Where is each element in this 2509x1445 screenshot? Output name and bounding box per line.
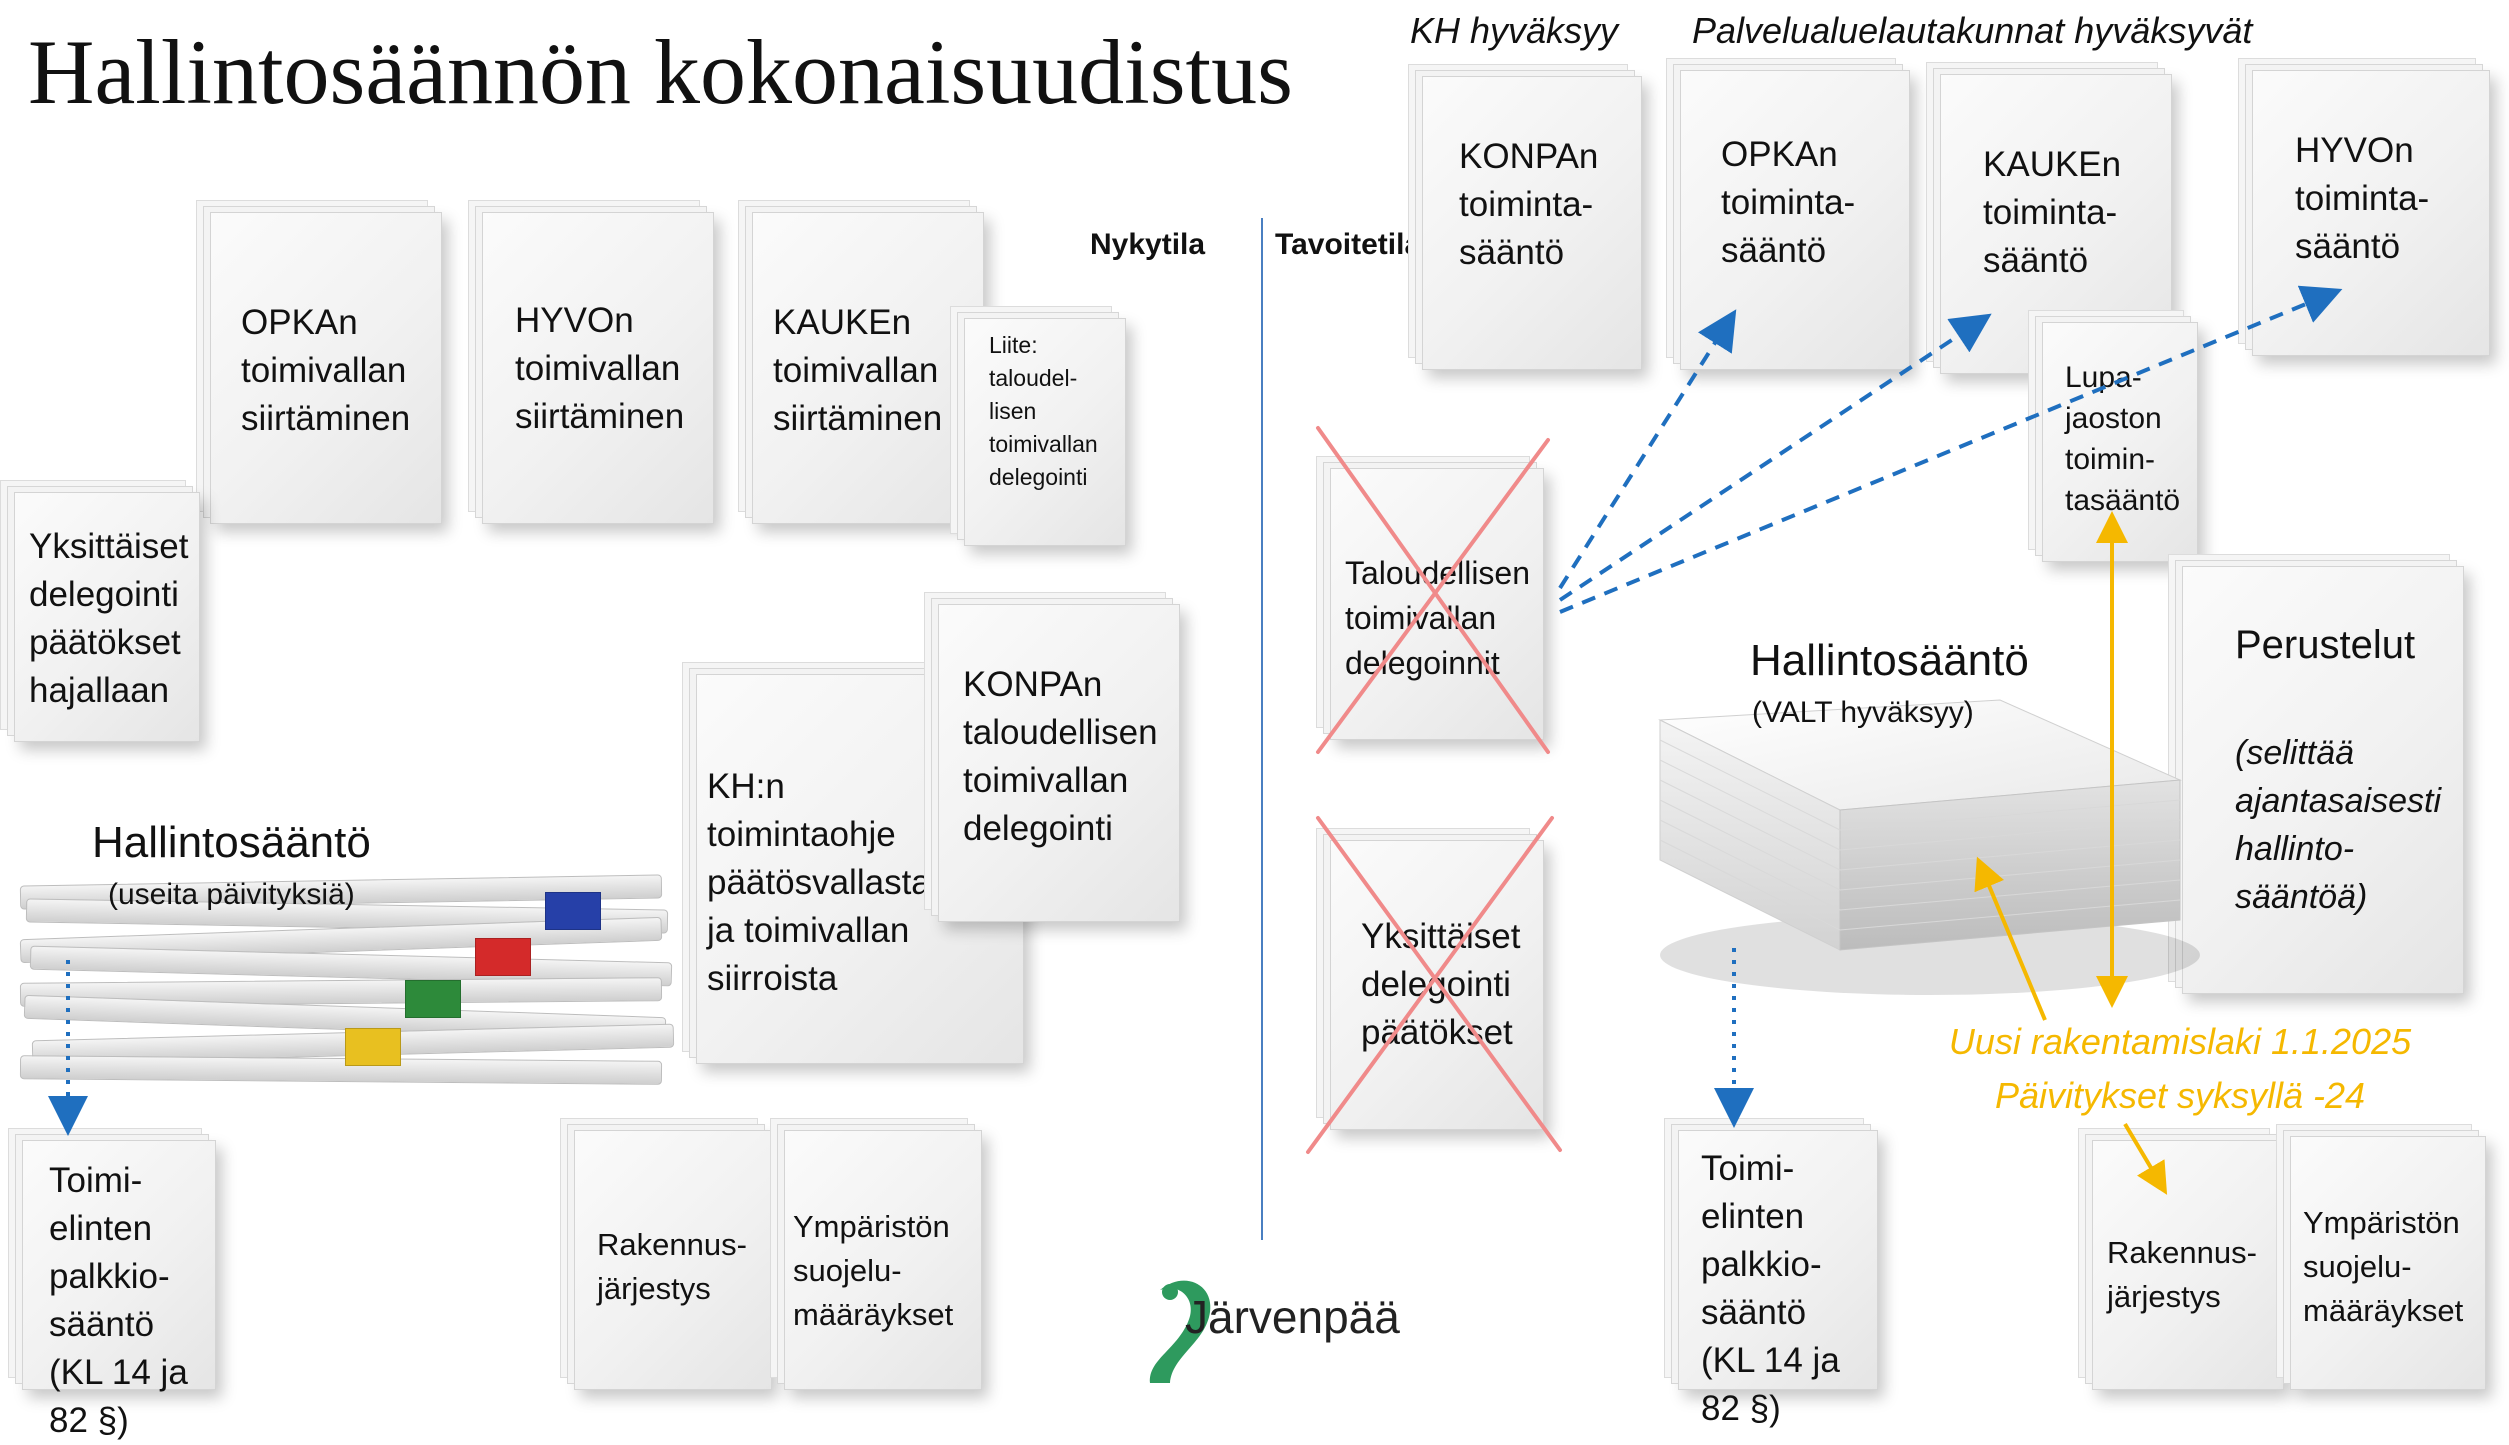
arrow-law-to-building-order xyxy=(2123,1122,2168,1195)
current-building-order-doc: Rakennus- järjestys xyxy=(574,1130,772,1390)
current-environment-doc: Ympäristön suojelu- määräykset xyxy=(784,1130,982,1390)
building-law-note-line2: Päivitykset syksyllä -24 xyxy=(1994,1075,2366,1116)
jarvenpaa-logo-text: Järvenpää xyxy=(1185,1291,1400,1343)
justifications-title: Perustelut xyxy=(2235,623,2416,667)
current-regulation-subtitle: (useita päivityksiä) xyxy=(108,878,355,911)
arrow-to-opka-rule xyxy=(1558,309,1737,590)
arrow-to-hyvo-rule xyxy=(1559,285,2343,614)
diagram-connectors xyxy=(48,218,2343,1383)
target-regulation-subtitle: (VALT hyväksyy) xyxy=(1752,696,1974,729)
appendix-text: Liite: taloudel- lisen toimivallan deleg… xyxy=(989,332,1098,490)
kh-instruction-text: KH:n toimintaohje päätösvallasta ja toim… xyxy=(707,767,931,998)
building-law-note-line1: Uusi rakentamislaki 1.1.2025 xyxy=(1948,1021,2412,1062)
individual-decisions-doc: Yksittäiset delegointi päätökset hajalla… xyxy=(14,492,200,742)
target-environment-doc: Ympäristön suojelu- määräykset xyxy=(2290,1136,2486,1390)
current-regulation-title: Hallintosääntö xyxy=(92,818,371,867)
cross-individual-a xyxy=(1316,816,1562,1152)
building-law-note: Uusi rakentamislaki 1.1.2025 Päivitykset… xyxy=(1900,1015,2460,1123)
target-regulation-pile xyxy=(1658,699,2200,995)
justifications-body: (selittää ajantasaisesti hallinto- säänt… xyxy=(2235,734,2442,916)
target-state-label: Tavoitetila xyxy=(1275,228,1422,261)
konpa-financial-text: KONPAn taloudellisen toimivallan delegoi… xyxy=(963,665,1158,848)
konpa-rule-text: KONPAn toiminta- sääntö xyxy=(1459,137,1599,272)
current-state-label: Nykytila xyxy=(1090,228,1206,261)
cross-financial-b xyxy=(1316,438,1550,754)
opka-delegation-doc: OPKAn toimivallan siirtäminen xyxy=(210,212,442,524)
committees-approve-header: Palvelualuelautakunnat hyväksyvät xyxy=(1692,10,2253,51)
target-building-order-doc: Rakennus- järjestys xyxy=(2092,1140,2284,1390)
current-regulation-stack xyxy=(19,874,675,1100)
opka-rule-text: OPKAn toiminta- sääntö xyxy=(1721,135,1856,270)
current-environment-text: Ympäristön suojelu- määräykset xyxy=(793,1209,954,1332)
financial-delegation-doc: Taloudellisen toimivallan delegoinnit xyxy=(1330,468,1544,740)
justifications-doc: Perustelut (selittää ajantasaisesti hall… xyxy=(2182,566,2464,994)
hyvo-rule-text: HYVOn toiminta- sääntö xyxy=(2295,131,2430,266)
kauke-delegation-doc: KAUKEn toimivallan siirtäminen xyxy=(752,212,984,524)
appendix-doc: Liite: taloudel- lisen toimivallan deleg… xyxy=(964,318,1126,546)
arrow-law-to-regulation xyxy=(1974,856,2047,1021)
cross-individual-b xyxy=(1306,816,1554,1154)
cross-financial-a xyxy=(1316,426,1550,754)
individual-decisions-text: Yksittäiset delegointi päätökset hajalla… xyxy=(29,527,189,710)
page-title: Hallintosäännön kokonaisuudistus xyxy=(28,21,1293,123)
hyvo-rule-doc: HYVOn toiminta- sääntö xyxy=(2252,70,2490,356)
hyvo-delegation-doc: HYVOn toimivallan siirtäminen xyxy=(482,212,714,524)
kh-approves-header: KH hyväksyy xyxy=(1410,10,1619,51)
financial-delegation-text: Taloudellisen toimivallan delegoinnit xyxy=(1345,555,1531,681)
opka-delegation-text: OPKAn toimivallan siirtäminen xyxy=(241,303,411,438)
arrow-to-kauke-rule xyxy=(1558,313,1992,602)
current-building-order-text: Rakennus- järjestys xyxy=(597,1227,747,1306)
kauke-delegation-text: KAUKEn toimivallan siirtäminen xyxy=(773,303,943,438)
target-building-order-text: Rakennus- järjestys xyxy=(2107,1235,2257,1314)
target-environment-text: Ympäristön suojelu- määräykset xyxy=(2303,1205,2464,1328)
konpa-financial-doc: KONPAn taloudellisen toimivallan delegoi… xyxy=(938,604,1180,922)
kauke-rule-text: KAUKEn toiminta- sääntö xyxy=(1983,145,2122,280)
target-regulation-title: Hallintosääntö xyxy=(1750,636,2029,685)
hyvo-delegation-text: HYVOn toimivallan siirtäminen xyxy=(515,301,685,436)
konpa-rule-doc: KONPAn toiminta- sääntö xyxy=(1422,76,1642,370)
permit-section-text: Lupa- jaoston toimin- tasääntö xyxy=(2065,361,2181,517)
jarvenpaa-logo-mark xyxy=(1149,1280,1211,1383)
